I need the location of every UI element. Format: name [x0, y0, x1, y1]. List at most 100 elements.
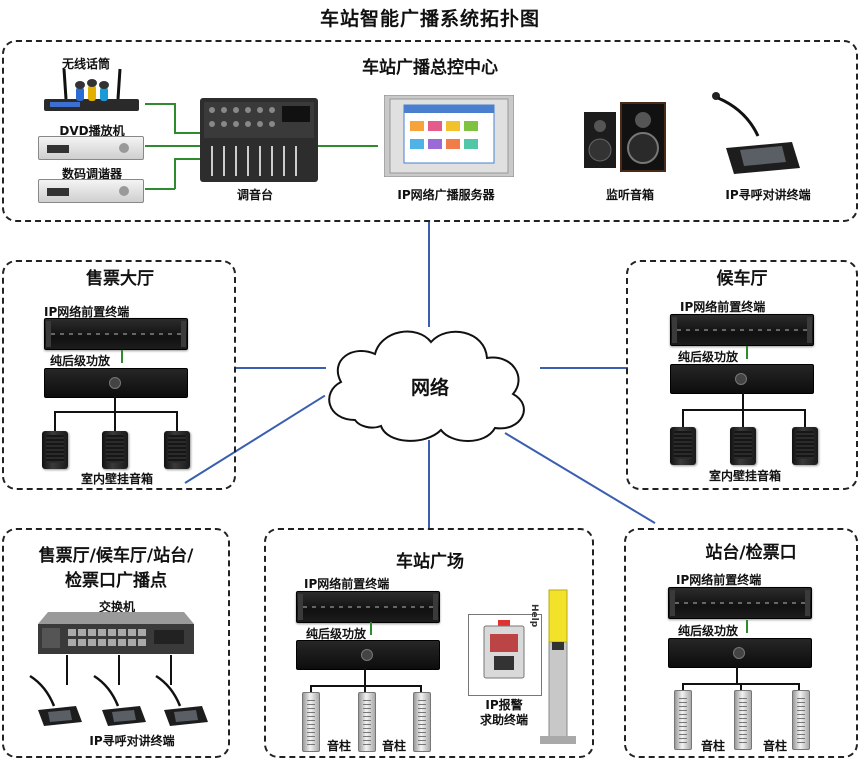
mixer-server-link [318, 145, 378, 147]
plaza-column-label-2: 音柱 [381, 739, 407, 753]
paging-terminal-2-icon [88, 672, 148, 728]
plaza-wire-h [310, 685, 422, 687]
broadcast-points-zone [2, 528, 230, 758]
waiting-hall-title: 候车厅 [716, 269, 768, 289]
plaza-amp-mark [370, 622, 372, 635]
plaza-amp-label: 纯后级功放 [306, 627, 367, 641]
link-center [428, 222, 430, 327]
waiting-hall-zone [626, 260, 858, 490]
plaza-terminal-label: IP网络前置终端 [304, 577, 390, 591]
waiting-hall-speakers-label: 室内壁挂音箱 [708, 469, 782, 483]
switch-icon [38, 612, 194, 658]
switch-wire-3 [170, 655, 172, 685]
ticket-hall-wire-2 [114, 411, 116, 431]
plaza-wire-3 [420, 685, 422, 693]
platform-column-label-2: 音柱 [762, 739, 788, 753]
ticket-hall-wire-1 [54, 411, 56, 431]
plaza-column-label-1: 音柱 [326, 739, 352, 753]
broadcast-points-title-line2: 检票口广播点 [65, 571, 167, 591]
waiting-hall-amp-mark [746, 346, 748, 359]
waiting-hall-wire-v [742, 392, 744, 410]
network-cloud-icon [315, 318, 545, 448]
waiting-hall-amp-label: 纯后级功放 [678, 350, 739, 364]
ticket-hall-amp-icon [44, 368, 188, 398]
tuner-link-h2 [174, 158, 202, 160]
ticket-hall-terminal-icon [44, 318, 188, 350]
waiting-hall-wire-h [682, 409, 806, 411]
platform-terminal-label: IP网络前置终端 [676, 573, 762, 587]
mixer-label: 调音台 [236, 188, 274, 202]
plaza-column-speaker-1-icon [302, 692, 320, 752]
plaza-title: 车站广场 [396, 552, 464, 572]
switch-wire-2 [118, 655, 120, 685]
wireless-mic-label: 无线话筒 [61, 57, 111, 71]
paging-terminal-3-icon [150, 672, 210, 728]
ticket-hall-speaker-1-icon [42, 431, 68, 469]
ticket-hall-wire-v [114, 396, 116, 412]
plaza-column-speaker-2-icon [358, 692, 376, 752]
platform-column-speaker-1-icon [674, 690, 692, 750]
switch-label: 交换机 [98, 600, 136, 614]
ticket-hall-wire-3 [176, 411, 178, 431]
wireless-mic-icon [38, 65, 143, 113]
platform-amp-icon [668, 638, 812, 668]
platform-amp-label: 纯后级功放 [678, 624, 739, 638]
dvd-link [145, 145, 202, 147]
waiting-hall-terminal-icon [670, 314, 814, 346]
plaza-terminal-icon [296, 591, 440, 623]
link-waiting-hall [540, 367, 628, 369]
ticket-hall-wire-h [54, 411, 178, 413]
waiting-hall-wire-1 [682, 409, 684, 427]
platform-wire-1 [682, 683, 684, 691]
monitor-speaker-icon [584, 102, 674, 174]
dvd-label: DVD播放机 [59, 124, 125, 138]
ticket-hall-zone [2, 260, 236, 490]
control-center-zone [2, 40, 858, 222]
switch-wire-1 [66, 655, 68, 685]
tuner-link-v [174, 158, 176, 189]
monitor-label: 监听音箱 [605, 188, 655, 202]
mixer-icon [200, 98, 318, 182]
platform-column-label-1: 音柱 [700, 739, 726, 753]
paging-terminal-icon [706, 90, 802, 176]
network-label: 网络 [410, 377, 449, 399]
ticket-hall-speaker-2-icon [102, 431, 128, 469]
dvd-player-icon [38, 136, 144, 160]
mic-link-h2 [174, 132, 202, 134]
waiting-hall-speaker-2-icon [730, 427, 756, 465]
diagram-title: 车站智能广播系统拓扑图 [319, 8, 540, 30]
plaza-wire-2 [364, 685, 366, 693]
ticket-hall-amp-label: 纯后级功放 [50, 354, 111, 368]
platform-column-speaker-3-icon [792, 690, 810, 750]
link-ticket-hall [236, 367, 326, 369]
plaza-wire-1 [310, 685, 312, 693]
platform-wire-2 [740, 683, 742, 691]
platform-column-speaker-2-icon [734, 690, 752, 750]
broadcast-paging-label: IP寻呼对讲终端 [89, 734, 175, 748]
waiting-hall-wire-2 [742, 409, 744, 427]
waiting-hall-speaker-3-icon [792, 427, 818, 465]
mic-link-v [174, 103, 176, 133]
platform-zone [624, 528, 858, 758]
plaza-zone [264, 528, 594, 758]
server-label: IP网络广播服务器 [397, 188, 495, 202]
paging-terminal-1-icon [24, 672, 84, 728]
waiting-hall-wire-3 [804, 409, 806, 427]
link-plaza [428, 440, 430, 530]
alarm-terminal-icon [482, 620, 526, 680]
tuner-label: 数码调谐器 [61, 167, 123, 181]
plaza-wire-v [364, 668, 366, 686]
ticket-hall-speakers-label: 室内壁挂音箱 [80, 472, 154, 486]
alarm-label-line1: IP报警 [485, 698, 523, 712]
ticket-hall-title: 售票大厅 [86, 269, 154, 289]
alarm-label-line2: 求助终端 [479, 713, 529, 727]
control-center-title: 车站广播总控中心 [362, 58, 498, 78]
waiting-hall-terminal-label: IP网络前置终端 [680, 300, 766, 314]
platform-wire-v [736, 666, 738, 684]
plaza-amp-icon [296, 640, 440, 670]
tuner-link [145, 188, 175, 190]
plaza-column-speaker-3-icon [413, 692, 431, 752]
waiting-hall-amp-icon [670, 364, 814, 394]
platform-wire-3 [798, 683, 800, 691]
paging-label: IP寻呼对讲终端 [725, 188, 811, 202]
